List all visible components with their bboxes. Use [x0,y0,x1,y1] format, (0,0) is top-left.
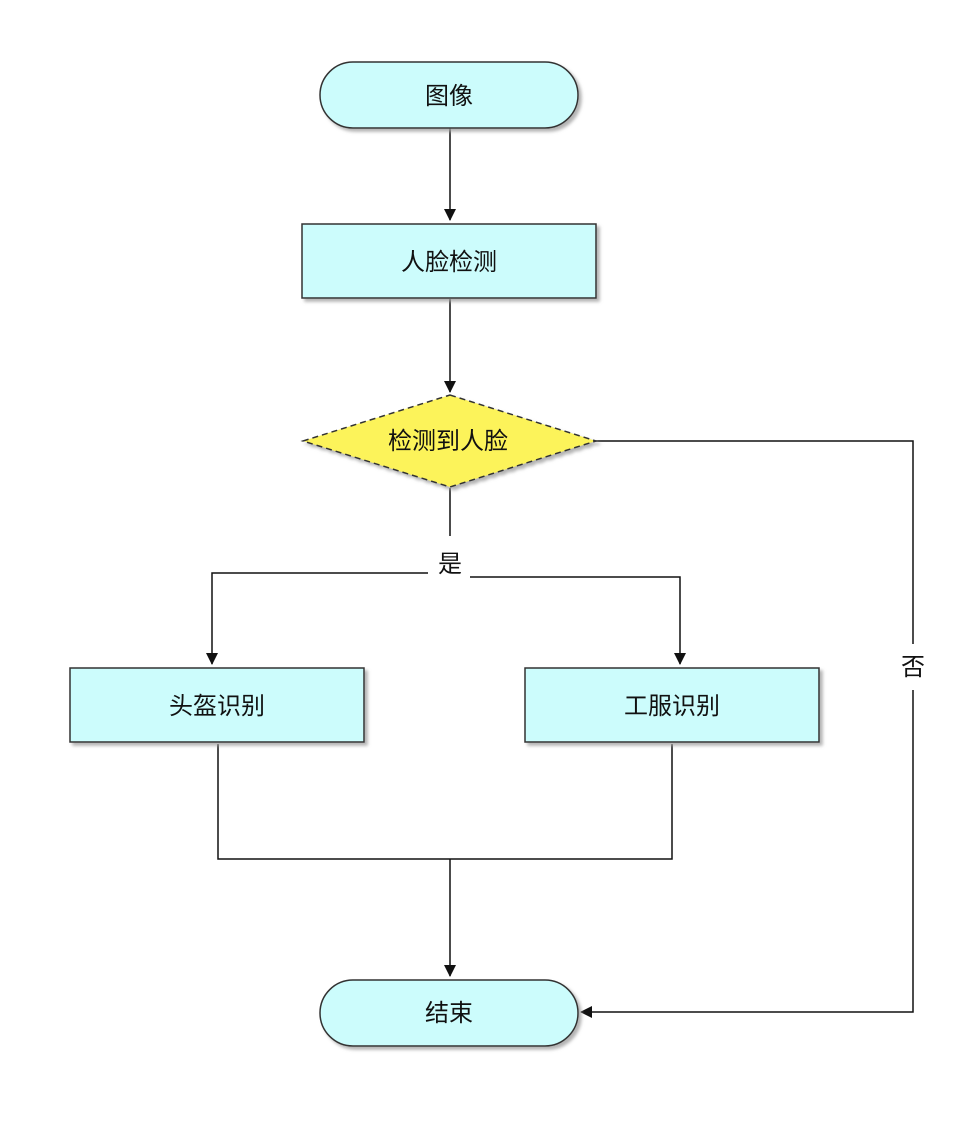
edge-label-yes: 是 [438,550,462,578]
node-image-label: 图像 [425,82,473,110]
edge-yes-to-uniform [470,576,686,665]
edge-no-upper [596,440,914,644]
node-end: 结束 [319,979,579,1047]
edge-merge [217,744,673,860]
node-end-label: 结束 [425,999,473,1027]
edge-no-to-end [580,690,914,1018]
node-face-found: 检测到人脸 [300,394,599,488]
node-face-detect-label: 人脸检测 [401,248,497,276]
node-uniform-label: 工服识别 [624,692,720,720]
node-helmet-label: 头盔识别 [169,692,265,720]
edge-label-no: 否 [901,653,925,681]
node-image: 图像 [319,61,579,129]
node-uniform: 工服识别 [524,667,820,743]
edge-yes-to-helmet [206,572,428,665]
node-face-found-label: 检测到人脸 [388,427,508,455]
edges [206,128,914,1018]
node-helmet: 头盔识别 [69,667,365,743]
node-face-detect: 人脸检测 [301,223,597,299]
